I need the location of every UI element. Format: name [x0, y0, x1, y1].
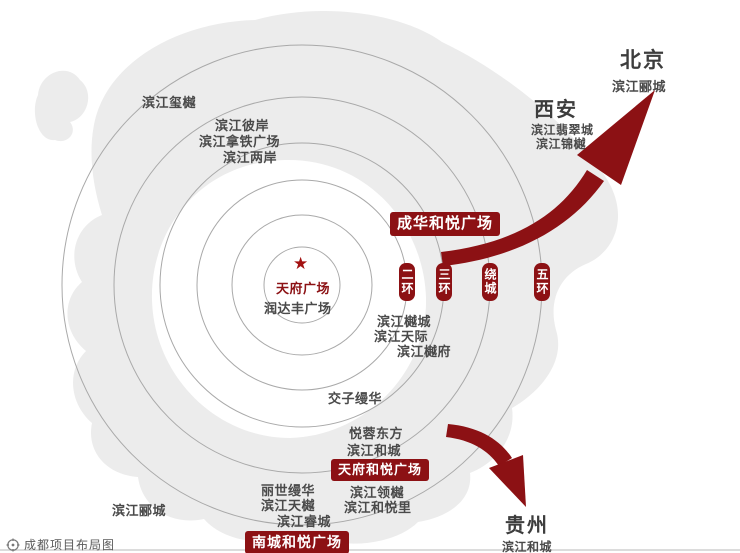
project-label: 滨江郦城 [112, 503, 167, 518]
project-label: 滨江两岸 [223, 150, 278, 165]
highlight-project: 南城和悦广场 [245, 531, 349, 553]
city-project-label: 滨江和城 [502, 540, 553, 553]
center-star-icon: ★ [293, 254, 309, 273]
project-label: 交子缦华 [328, 391, 383, 406]
project-label: 滨江天际 [374, 329, 429, 344]
city-project-label: 滨江锦樾 [536, 137, 587, 151]
map-caption-text: 成都项目布局图 [24, 538, 116, 552]
arrow-southeast [446, 424, 526, 507]
city-project-label: 滨江翡翠城 [531, 123, 594, 137]
project-label: 悦蓉东方 [349, 426, 404, 441]
compass-icon [6, 538, 20, 551]
province-islet [34, 70, 89, 142]
city-name-guizhou: 贵州 [505, 515, 549, 537]
city-name-xian: 西安 [534, 99, 578, 121]
project-label: 滨江樾城 [377, 314, 432, 329]
project-label: 润达丰广场 [264, 301, 332, 316]
project-label: 滨江和悦里 [344, 500, 412, 515]
project-label: 滨江天樾 [261, 498, 316, 513]
ring-badge: 绕城 [482, 263, 498, 301]
project-label: 滨江睿城 [277, 514, 332, 529]
highlight-project: 天府和悦广场 [331, 459, 430, 481]
city-name-beijing: 北京 [620, 49, 666, 72]
ring-badge: 二环 [399, 263, 415, 301]
city-project-label: 滨江郦城 [612, 79, 667, 94]
center-label: 天府广场 [276, 281, 331, 296]
bottom-divider [0, 549, 740, 551]
highlight-project: 成华和悦广场 [390, 212, 501, 236]
project-label: 滨江玺樾 [142, 95, 197, 110]
project-label: 滨江领樾 [350, 485, 405, 500]
project-label: 滨江樾府 [397, 344, 452, 359]
project-label: 丽世缦华 [261, 483, 316, 498]
map-caption: 成都项目布局图 [6, 536, 115, 553]
ring-badge: 三环 [436, 263, 452, 301]
province-silhouette [67, 11, 619, 544]
project-label: 滨江和城 [347, 443, 402, 458]
project-label: 滨江彼岸 [215, 118, 270, 133]
arrow-northeast [441, 90, 655, 266]
ring-badge: 五环 [534, 263, 550, 301]
project-label: 滨江拿铁广场 [199, 134, 281, 149]
